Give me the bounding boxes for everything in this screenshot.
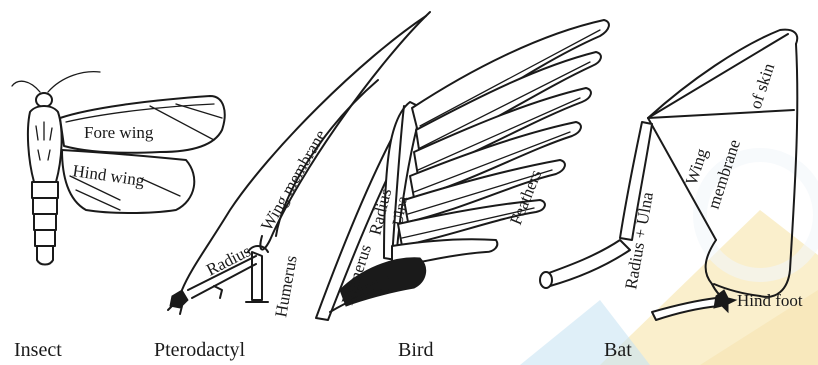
- bat-of-skin-label: of skin: [746, 60, 779, 111]
- fore-wing-label: Fore wing: [84, 123, 154, 142]
- bat-caption: Bat: [604, 339, 632, 361]
- pterodactyl-caption: Pterodactyl: [154, 339, 246, 361]
- pterodactyl-humerus-label: Humerus: [271, 254, 301, 319]
- watermark-logo: [520, 155, 818, 365]
- hind-foot-label: Hind foot: [737, 291, 803, 310]
- bird-caption: Bird: [398, 339, 434, 361]
- wing-membrane-label: Wing membrane: [257, 127, 330, 234]
- pterodactyl-radius-label: Radius: [203, 241, 254, 279]
- insect-caption: Insect: [14, 339, 62, 361]
